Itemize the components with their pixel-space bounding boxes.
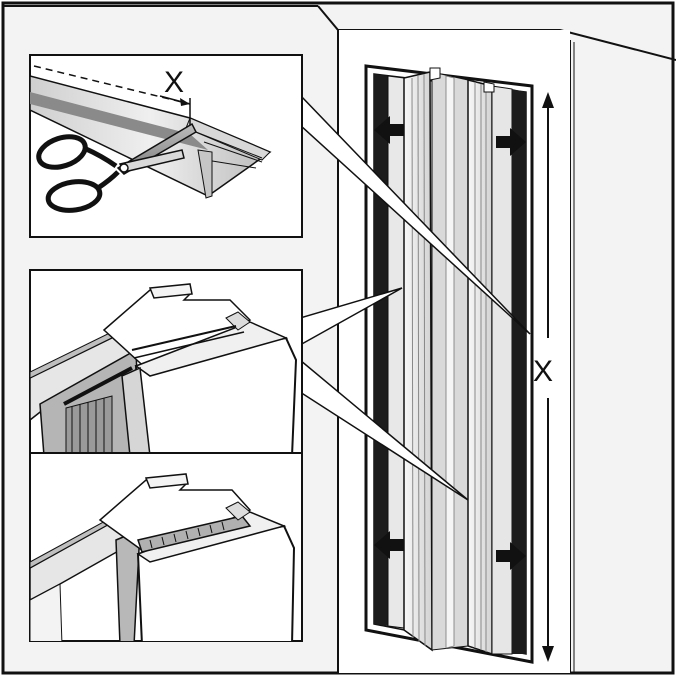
panel-seal-detail-fitted: [29, 452, 303, 642]
cabinet-opening: [364, 64, 534, 664]
arrow-left-top-icon: [374, 116, 404, 144]
arrow-left-bottom-icon: [374, 531, 404, 559]
panel-cutting-seal: X: [29, 54, 303, 238]
height-label: X: [533, 355, 553, 388]
scissors-icon: [36, 134, 120, 213]
cut-length-label: X: [164, 66, 184, 99]
arrow-down-icon: [542, 646, 554, 662]
arrow-right-top-icon: [496, 128, 526, 156]
arrow-right-bottom-icon: [496, 542, 526, 570]
arrow-up-icon: [542, 92, 554, 108]
height-dimension: [542, 92, 554, 662]
panel-seal-detail-open: [29, 269, 303, 454]
callout-lines: [299, 93, 531, 501]
